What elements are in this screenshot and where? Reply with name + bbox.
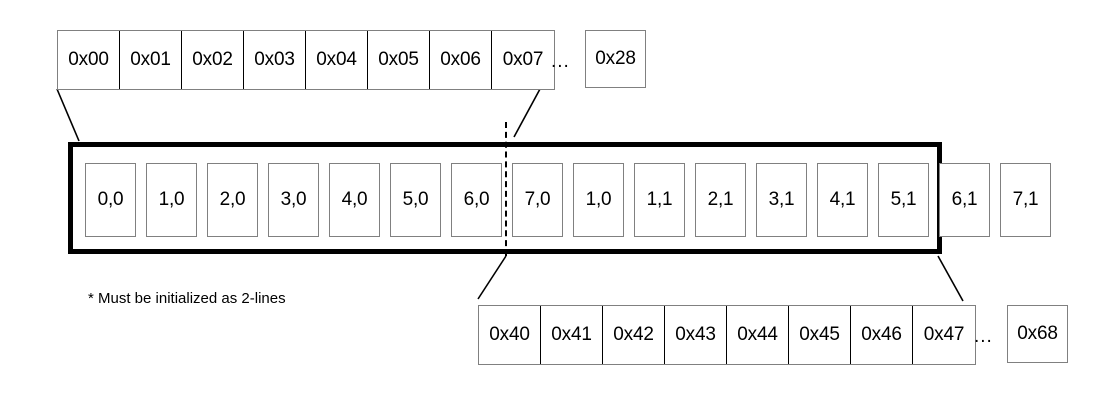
- initialization-note: * Must be initialized as 2-lines: [88, 290, 286, 307]
- top-address-cell: 0x05: [368, 31, 430, 89]
- bottom-address-cell: 0x42: [603, 306, 665, 364]
- top-row-ellipsis: ...: [551, 51, 570, 72]
- cache-cell: 2,1: [695, 163, 746, 237]
- top-address-cell: 0x03: [244, 31, 306, 89]
- top-address-cell: 0x04: [306, 31, 368, 89]
- cache-cell: 5,0: [390, 163, 441, 237]
- bottom-address-cell: 0x41: [541, 306, 603, 364]
- connector-top-left: [56, 88, 80, 142]
- connector-bottom-left: [477, 255, 507, 300]
- bottom-address-tail-cell: 0x68: [1007, 305, 1068, 363]
- connector-top-right: [513, 88, 541, 138]
- cache-cell: 0,0: [85, 163, 136, 237]
- bottom-address-cell: 0x44: [727, 306, 789, 364]
- top-address-cell: 0x00: [58, 31, 120, 89]
- cache-cell: 7,1: [1000, 163, 1051, 237]
- cache-cell: 5,1: [878, 163, 929, 237]
- top-address-cell: 0x01: [120, 31, 182, 89]
- cache-cell: 6,0: [451, 163, 502, 237]
- top-address-cell: 0x02: [182, 31, 244, 89]
- cache-cell: 4,1: [817, 163, 868, 237]
- top-address-row: 0x00 0x01 0x02 0x03 0x04 0x05 0x06 0x07: [57, 30, 555, 90]
- top-address-tail-cell: 0x28: [585, 30, 646, 88]
- top-address-cell: 0x07: [492, 31, 554, 89]
- cache-cell: 3,1: [756, 163, 807, 237]
- cache-cell: 4,0: [329, 163, 380, 237]
- connector-bottom-right: [937, 255, 964, 302]
- bottom-row-ellipsis: ...: [974, 326, 993, 347]
- cache-cell: 1,0: [146, 163, 197, 237]
- bottom-address-row: 0x40 0x41 0x42 0x43 0x44 0x45 0x46 0x47: [478, 305, 976, 365]
- cache-cell: 1,0: [573, 163, 624, 237]
- bottom-address-cell: 0x46: [851, 306, 913, 364]
- bottom-address-cell: 0x43: [665, 306, 727, 364]
- bottom-address-cell: 0x47: [913, 306, 975, 364]
- line-split-divider: [505, 122, 507, 256]
- cache-cell: 7,0: [512, 163, 563, 237]
- cache-cell: 6,1: [939, 163, 990, 237]
- cache-cell: 3,0: [268, 163, 319, 237]
- cache-cell-group: 0,0 1,0 2,0 3,0 4,0 5,0 6,0 7,0 1,0 1,1 …: [85, 163, 1051, 237]
- bottom-address-cell: 0x40: [479, 306, 541, 364]
- bottom-address-cell: 0x45: [789, 306, 851, 364]
- top-address-cell: 0x06: [430, 31, 492, 89]
- cache-cell: 2,0: [207, 163, 258, 237]
- cache-cell: 1,1: [634, 163, 685, 237]
